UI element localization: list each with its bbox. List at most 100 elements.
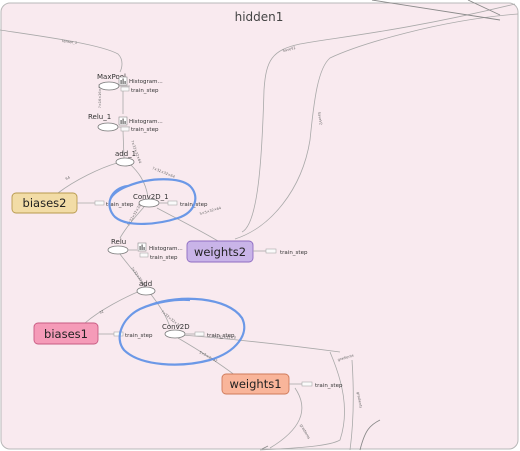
node-label-relu1: Relu_1 [88, 113, 111, 121]
node-label-add1: add_1 [115, 150, 136, 158]
train-step-label: train_step [131, 88, 159, 94]
train-step-annotation-weights2[interactable]: train_step [265, 248, 308, 256]
edge-weights2-to-outside [241, 3, 516, 233]
edge-label-biases1-add: 32 [99, 309, 105, 314]
highlight-circle-conv2d-1 [108, 178, 197, 226]
histogram-label: Histogram... [129, 119, 163, 125]
edge-weights1-to-bottom [269, 387, 303, 449]
histogram-icon-bar [122, 78, 124, 84]
highlight-circle-conv2d [118, 297, 246, 366]
edge-bottom-dark [359, 419, 381, 451]
variable-weights2[interactable]: weights2 [186, 240, 254, 263]
annotation-box [194, 331, 205, 337]
edge-label-bottom-right: gradients [299, 424, 311, 441]
variable-biases1[interactable]: biases1 [33, 322, 99, 345]
edge-label-biases2-add1: 64 [65, 175, 71, 181]
node-relu[interactable] [107, 245, 129, 255]
edge-label-right-out-b: gradients [356, 391, 363, 408]
edge-weights1-to-conv [177, 337, 237, 377]
histogram-icon-bar [143, 247, 145, 250]
node-label-add: add [139, 280, 152, 288]
edge-add-to-relu [119, 253, 145, 286]
node-label-maxpool: MaxPool [97, 73, 126, 81]
annotation-box [120, 126, 130, 132]
train-step-annotation-biases2[interactable]: train_step [94, 200, 134, 208]
train-step-label: train_step [125, 333, 153, 339]
edge-conv1-to-add1 [129, 163, 149, 199]
biases1-label: biases1 [44, 327, 88, 341]
node-add[interactable] [136, 286, 156, 296]
edge-conv-to-bottom [259, 351, 345, 451]
edge-conv-to-add [149, 292, 171, 328]
node-label-conv2d-1: Conv2D_1 [133, 193, 169, 201]
train-step-label: train_step [280, 250, 308, 256]
edge-label-relu1-maxpool: ?×16×16×64 [98, 83, 102, 108]
biases1-border [33, 322, 99, 345]
node-conv2d[interactable] [164, 329, 186, 339]
train-step-label: train_step [150, 255, 178, 261]
annotation-box [167, 200, 178, 206]
train-step-label: train_step [207, 333, 235, 339]
train-step-annotation-relu[interactable]: train_step [139, 252, 178, 261]
node-relu1[interactable] [97, 122, 119, 132]
biases2-label: biases2 [23, 196, 67, 210]
node-maxpool[interactable] [98, 81, 120, 91]
histogram-icon-bar [141, 244, 143, 250]
node-label-relu: Relu [111, 238, 126, 246]
histogram-label: Histogram... [149, 246, 183, 252]
edge-biases1-to-add [84, 290, 141, 324]
weights2-border [186, 240, 254, 263]
biases1-box [34, 323, 98, 344]
train-step-annotation-conv2d[interactable]: train_step [194, 331, 235, 339]
annotation-box [265, 248, 277, 254]
edge-relu-to-outside [234, 13, 519, 240]
train-step-label: train_step [106, 202, 134, 208]
edge-top-right-dark-a [371, 0, 501, 21]
histogram-icon-bar [124, 121, 126, 124]
node-add1[interactable] [115, 157, 135, 167]
variable-weights1[interactable]: weights1 [221, 373, 290, 395]
weights2-box [187, 241, 253, 262]
edge-top-right-dark-b [467, 0, 501, 16]
annotation-box [120, 86, 130, 92]
edge-label-input-conv: ?×32×32×3 [214, 335, 236, 340]
edge-relu-to-conv1 [119, 206, 145, 239]
histogram-icon-bar [120, 120, 122, 124]
annotation-box [301, 381, 313, 387]
edge-biases2-to-add1 [57, 162, 118, 194]
train-step-label: train_step [315, 383, 343, 389]
edge-input-to-maxpool [0, 29, 123, 73]
histogram-annotation-relu[interactable]: Histogram... [137, 242, 183, 252]
histogram-icon-bar [122, 118, 124, 124]
weights1-box [222, 374, 289, 394]
edge-label-weights2-conv1: 5×5×32×64 [199, 206, 222, 216]
node-conv2d-1[interactable] [138, 198, 160, 208]
edge-label-right-out-a: gradients [337, 354, 354, 362]
weights2-label: weights2 [194, 245, 246, 259]
annotation-box [94, 200, 105, 206]
node-label-conv2d: Conv2D [162, 323, 190, 331]
train-step-label: train_step [131, 127, 159, 133]
histogram-annotation-maxpool[interactable]: Histogram... [118, 76, 163, 86]
annotation-box [113, 331, 124, 337]
edge-right-down [349, 359, 354, 451]
train-step-annotation-maxpool[interactable]: train_step [120, 86, 159, 94]
annotation-box [139, 252, 149, 258]
weights1-label: weights1 [229, 377, 281, 391]
train-step-annotation-weights1[interactable]: train_step [301, 381, 343, 389]
edge-weights2-to-conv1 [156, 207, 219, 242]
edge-label-top-right-a: SaveV2 [282, 46, 296, 53]
edge-bottom-arrow [261, 445, 269, 450]
group-title: hidden1 [235, 10, 284, 24]
biases2-box [12, 193, 77, 213]
variable-biases2[interactable]: biases2 [11, 192, 78, 214]
edge-label-top-left: tensor_1 [62, 39, 78, 45]
histogram-label: Histogram... [129, 79, 163, 85]
histogram-annotation-relu1[interactable]: Histogram... [118, 116, 163, 126]
edge-label-top-right-b: SaveV2 [317, 112, 323, 126]
histogram-icon-bar [139, 246, 141, 250]
histogram-icon-bar [120, 80, 122, 84]
train-step-annotation-relu1[interactable]: train_step [120, 126, 159, 133]
